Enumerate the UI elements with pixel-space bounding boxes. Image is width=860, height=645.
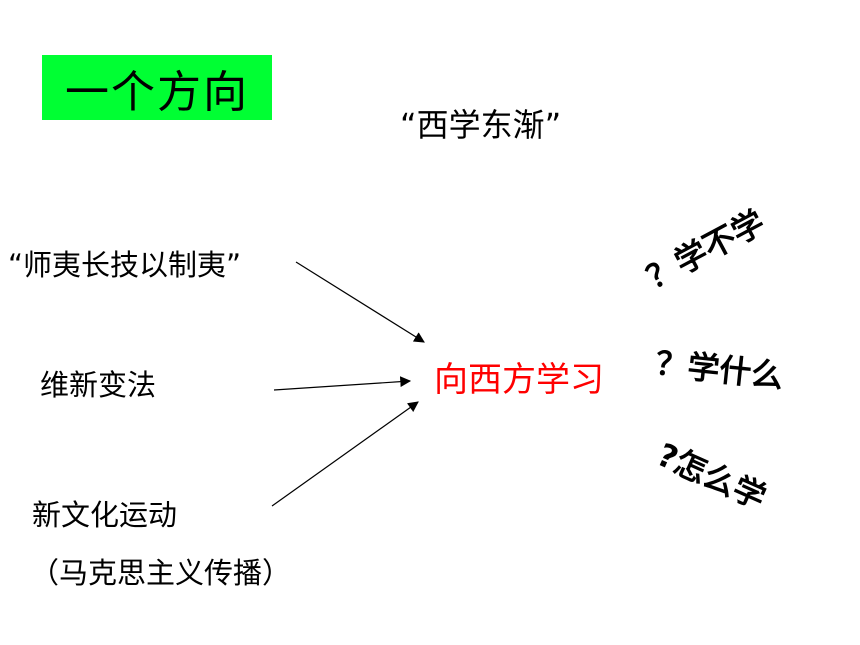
source-label-1: “师夷长技以制夷” — [8, 248, 242, 282]
subtitle: “西学东渐” — [400, 106, 562, 144]
arrow-3 — [271, 401, 419, 507]
source-label-3: 新文化运动 — [32, 498, 178, 532]
title-text: 一个方向 — [65, 66, 249, 118]
arrow-1 — [295, 261, 425, 343]
center-label: 向西方学习 — [434, 360, 604, 400]
source-label-2: 维新变法 — [40, 368, 157, 402]
arrow-2 — [273, 376, 412, 391]
source-note-3: （马克思主义传播） — [30, 556, 292, 590]
title-box: 一个方向 — [42, 55, 272, 120]
